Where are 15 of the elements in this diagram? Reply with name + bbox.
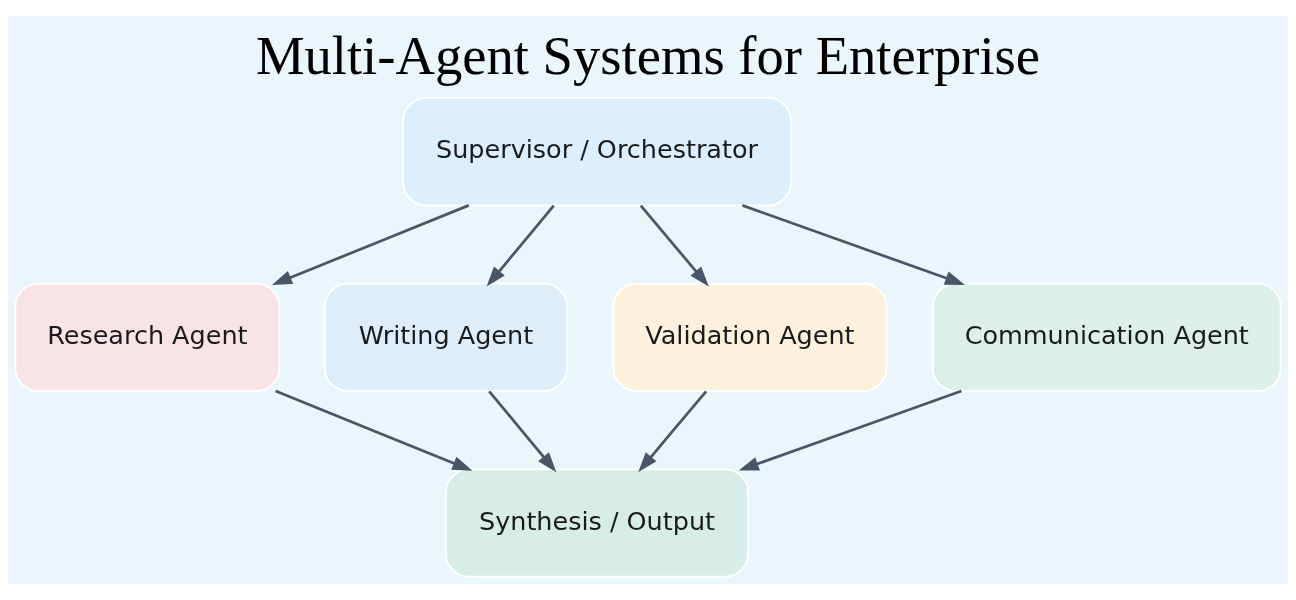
arrow — [638, 390, 708, 473]
node-box: Synthesis / Output — [445, 468, 750, 578]
node-box: Writing Agent — [323, 282, 568, 392]
arrow — [639, 204, 709, 287]
node-box: Validation Agent — [612, 282, 888, 392]
arrow — [275, 389, 473, 471]
arrow — [488, 390, 557, 473]
diagram-title: Multi-Agent Systems for Enterprise — [255, 25, 1041, 87]
arrow — [271, 204, 470, 286]
node-box: Supervisor / Orchestrator — [402, 97, 792, 207]
arrow — [486, 204, 555, 287]
arrow — [738, 389, 962, 471]
node-box: Research Agent — [14, 282, 281, 392]
arrow — [741, 204, 966, 285]
node-box: Communication Agent — [932, 282, 1282, 392]
